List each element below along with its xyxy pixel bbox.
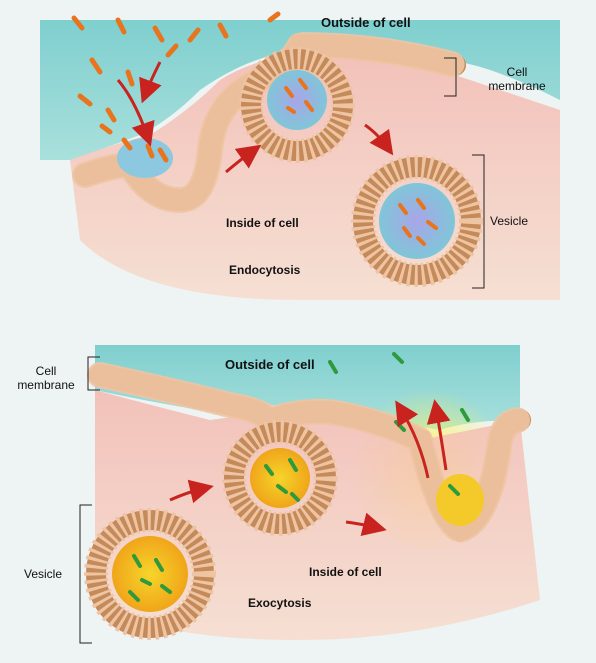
endo-free-vesicle — [363, 167, 471, 275]
exo-free-vesicle — [96, 520, 204, 628]
exo-vesicle-label: Vesicle — [24, 567, 62, 581]
endo-membrane-label-line1: Cell — [487, 65, 547, 79]
exo-membrane-label: Cell membrane — [10, 364, 82, 392]
exo-inside-label: Inside of cell — [309, 565, 382, 579]
endo-outside-label: Outside of cell — [321, 15, 411, 30]
exo-release-pocket — [436, 474, 484, 526]
exo-outside-label: Outside of cell — [225, 357, 315, 372]
exo-membrane-label-line1: Cell — [10, 364, 82, 378]
exocytosis-title: Exocytosis — [248, 596, 311, 610]
exo-membrane-label-line2: membrane — [10, 378, 82, 392]
endocytosis-panel — [40, 14, 560, 300]
endocytosis-title: Endocytosis — [229, 263, 300, 277]
endo-membrane-label: Cell membrane — [487, 65, 547, 93]
endo-inside-label: Inside of cell — [226, 216, 299, 230]
endo-membrane-label-line2: membrane — [487, 79, 547, 93]
endo-vesicle-label: Vesicle — [490, 214, 528, 228]
